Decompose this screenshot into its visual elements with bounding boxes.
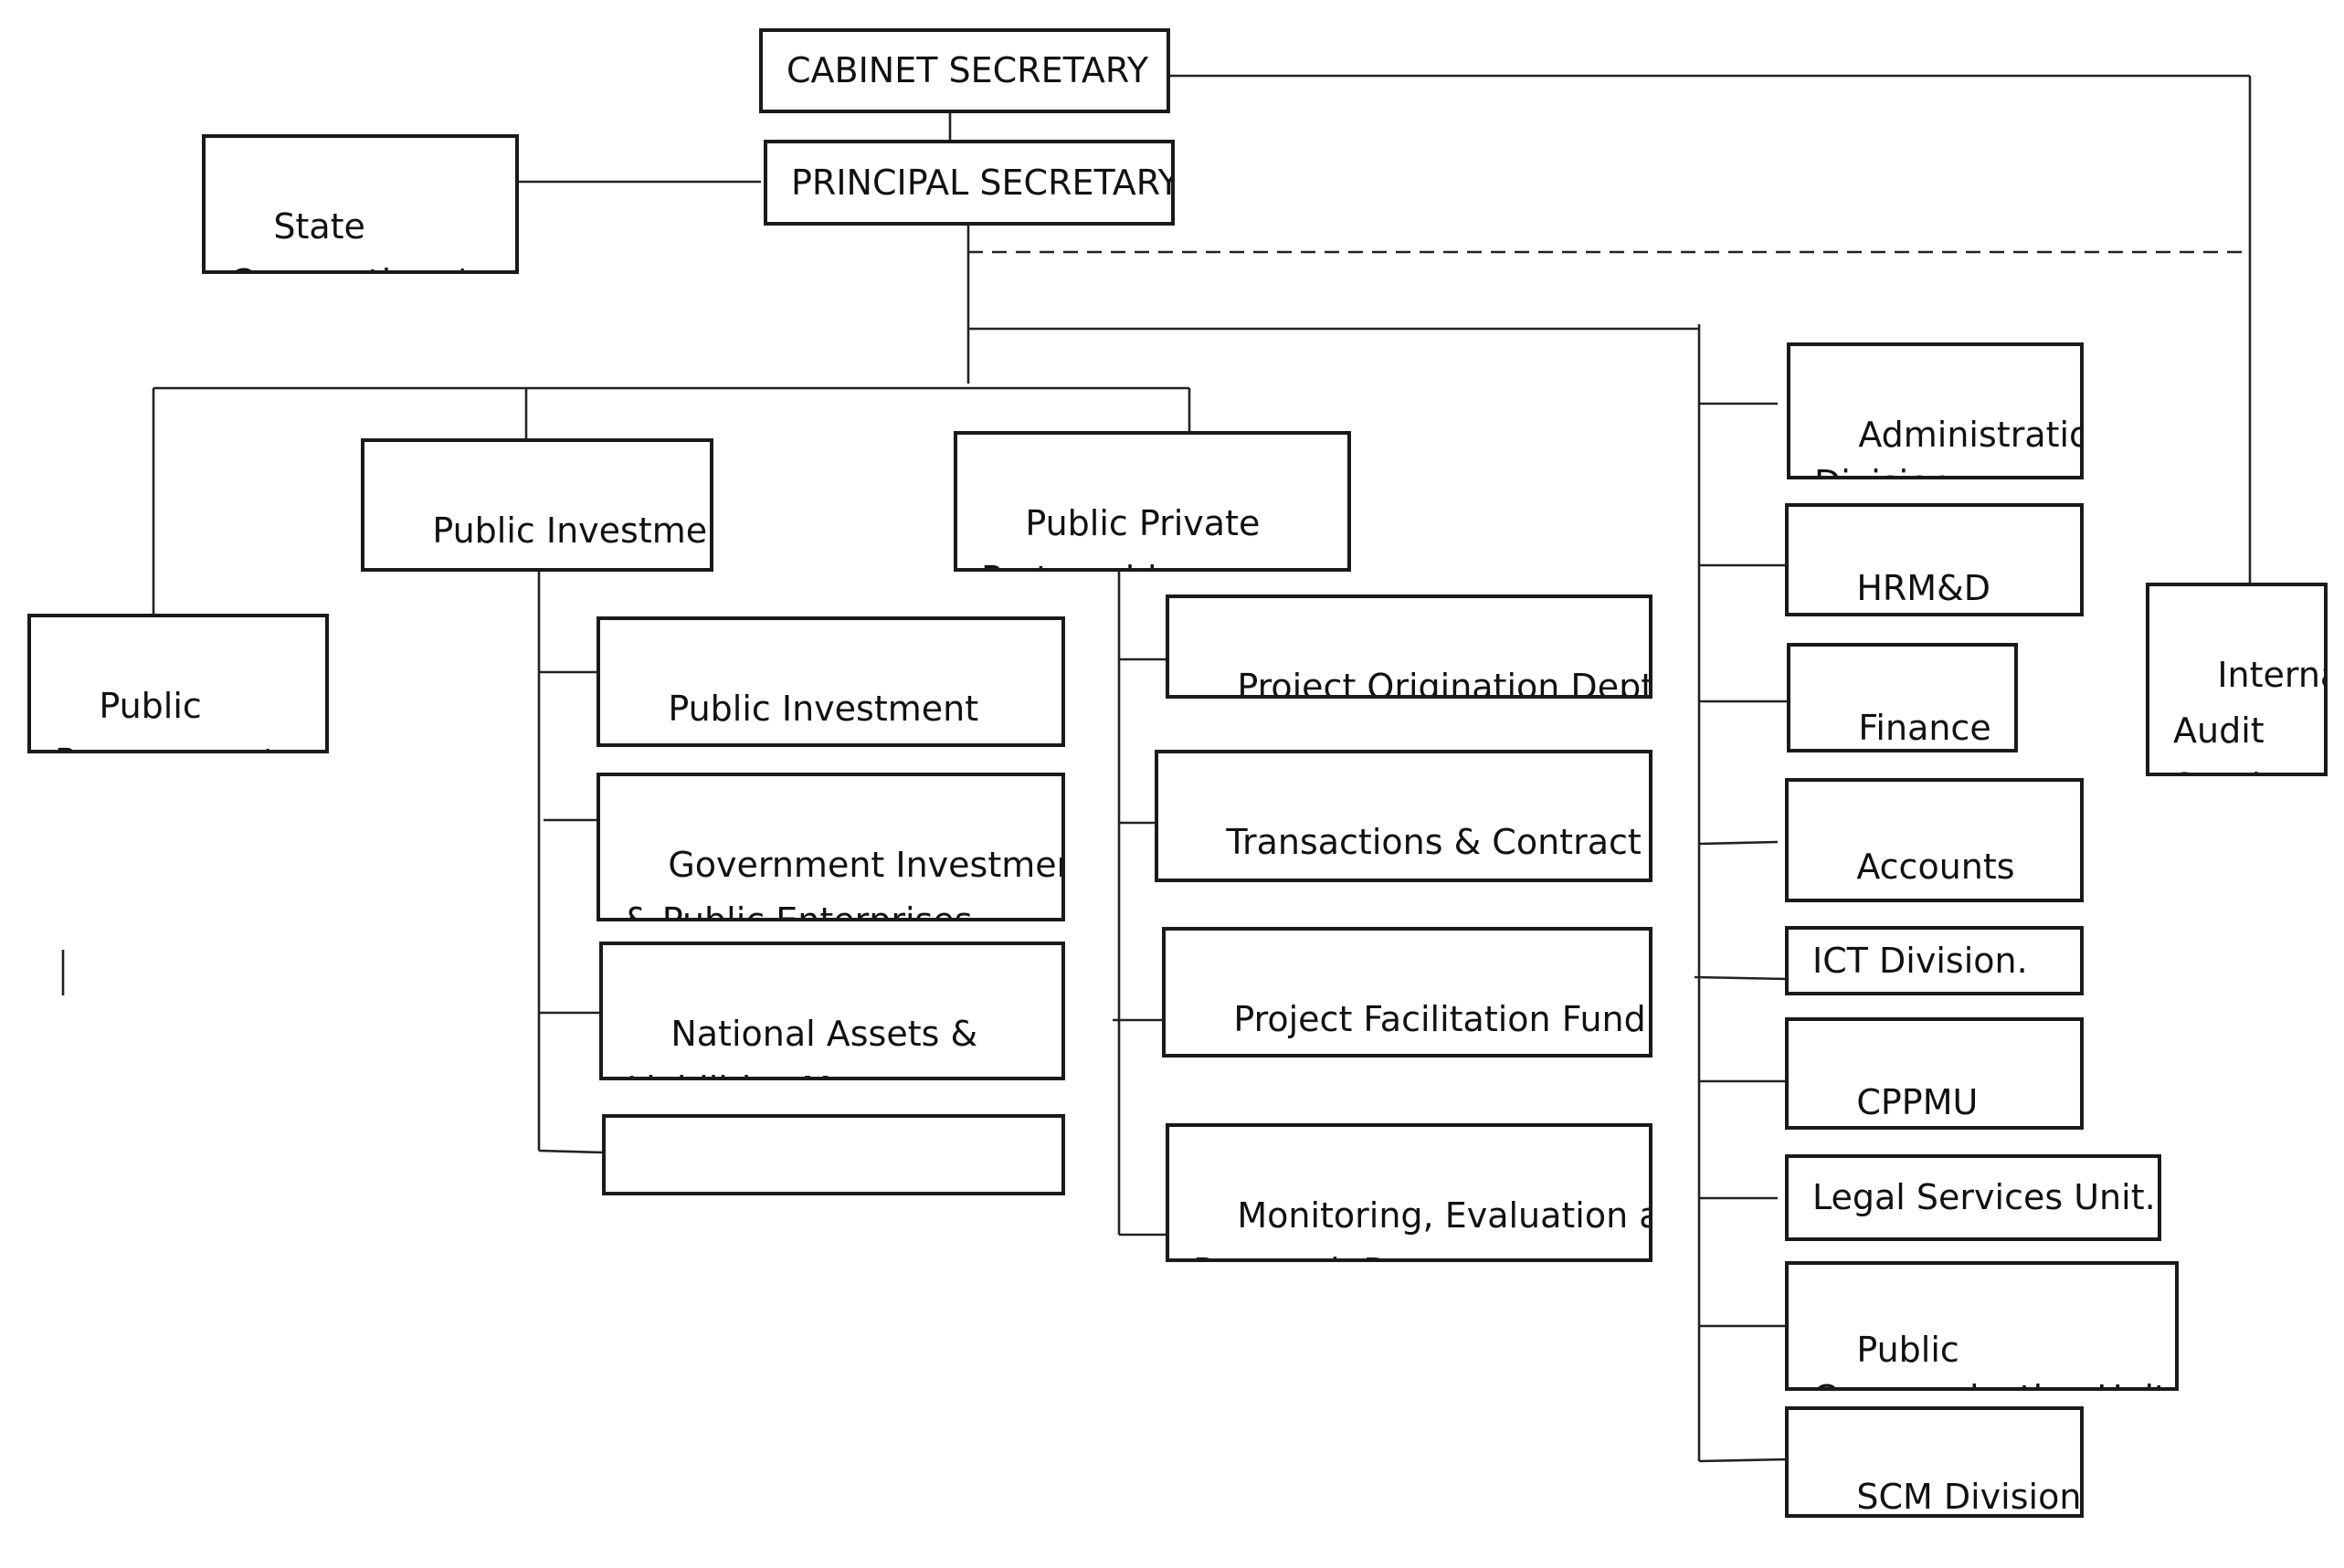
- investment-dept-box: National Assets & Liabilities Management: [599, 942, 1065, 1080]
- ppp-dept-box: Transactions & Contract Administration D…: [1155, 750, 1652, 882]
- public-investment-portfolio-box: Public Investment & Portfolio: [361, 438, 713, 572]
- ppp-dept-label: Transactions & Contract Administration D…: [1182, 822, 1649, 879]
- support-unit-label: Accounts Division.: [1812, 847, 2015, 899]
- investment-dept-box: Public Investment Management Dept.: [597, 616, 1065, 747]
- ppp-dept-label: Monitoring, Evaluation and Research Depa…: [1193, 1195, 1649, 1258]
- public-investment-portfolio-label: Public Investment & Portfolio: [388, 510, 710, 568]
- support-unit-label: SCM Division.: [1856, 1477, 2084, 1517]
- ppp-dept-box: Monitoring, Evaluation and Research Depa…: [1166, 1123, 1652, 1262]
- cabinet-secretary-label: CABINET SECRETARY: [787, 50, 1149, 90]
- principal-secretary-box: PRINCIPAL SECRETARY: [764, 140, 1175, 226]
- public-procurement-box: Public Procurement: [27, 614, 329, 753]
- investment-dept-label: Pensions Dept.: [673, 1186, 931, 1192]
- public-private-partnerships-box: Public Private Partnerships: [954, 431, 1351, 572]
- support-unit-box: Accounts Division.: [1785, 778, 2084, 902]
- support-unit-label: Public Communication Unit.: [1812, 1330, 2175, 1387]
- support-unit-label: ICT Division.: [1812, 940, 2028, 981]
- ppp-dept-box: Project Origination Dept.: [1166, 595, 1652, 699]
- support-unit-box: CPPMU: [1785, 1017, 2084, 1130]
- support-unit-box: HRM&D Division.: [1785, 503, 2084, 616]
- principal-secretary-label: PRINCIPAL SECRETARY: [791, 162, 1175, 203]
- support-unit-label: Administration Division.: [1814, 415, 2080, 476]
- connector-inv-dept-4: [538, 1149, 605, 1154]
- investment-dept-box: Government Investment & Public Enterpris…: [597, 773, 1065, 921]
- investment-dept-box: Pensions Dept.: [602, 1114, 1065, 1195]
- support-unit-box: Administration Division.: [1787, 342, 2084, 479]
- connector-support-9: [1698, 1458, 1790, 1463]
- support-unit-label: Legal Services Unit.: [1812, 1177, 2156, 1217]
- internal-audit-box: Internal Audit Service: [2146, 583, 2328, 776]
- public-procurement-label: Public Procurement: [55, 686, 277, 750]
- support-unit-label: CPPMU: [1856, 1082, 1979, 1122]
- connector-support-5: [1694, 975, 1788, 981]
- internal-audit-label: Internal Audit Service: [2173, 655, 2324, 773]
- connector-support-4: [1698, 840, 1779, 846]
- cabinet-secretary-box: CABINET SECRETARY: [759, 28, 1170, 113]
- ppp-dept-label: Project Facilitation Fund & Partnerships…: [1233, 999, 1646, 1039]
- investment-dept-label: Public Investment Management Dept.: [668, 689, 979, 729]
- support-unit-box: ICT Division.: [1785, 926, 2084, 995]
- state-corporations-label: State Corporations/: [229, 206, 464, 270]
- state-corporations-box: State Corporations/: [202, 134, 519, 274]
- support-unit-box: Legal Services Unit.: [1785, 1154, 2161, 1241]
- investment-dept-label: National Assets & Liabilities Management: [627, 1014, 1030, 1077]
- ppp-dept-label: Project Origination Dept.: [1237, 667, 1652, 699]
- support-unit-box: Finance Division.: [1787, 643, 2018, 752]
- ppp-dept-box: Project Facilitation Fund & Partnerships…: [1162, 927, 1652, 1058]
- support-unit-box: Public Communication Unit.: [1785, 1261, 2179, 1391]
- support-unit-box: SCM Division.: [1785, 1406, 2084, 1518]
- support-unit-label: Finance Division.: [1858, 708, 1991, 748]
- public-private-partnerships-label: Public Private Partnerships: [981, 503, 1261, 568]
- investment-dept-label: Government Investment & Public Enterpris…: [624, 845, 1061, 921]
- support-unit-label: HRM&D Division.: [1856, 568, 1990, 608]
